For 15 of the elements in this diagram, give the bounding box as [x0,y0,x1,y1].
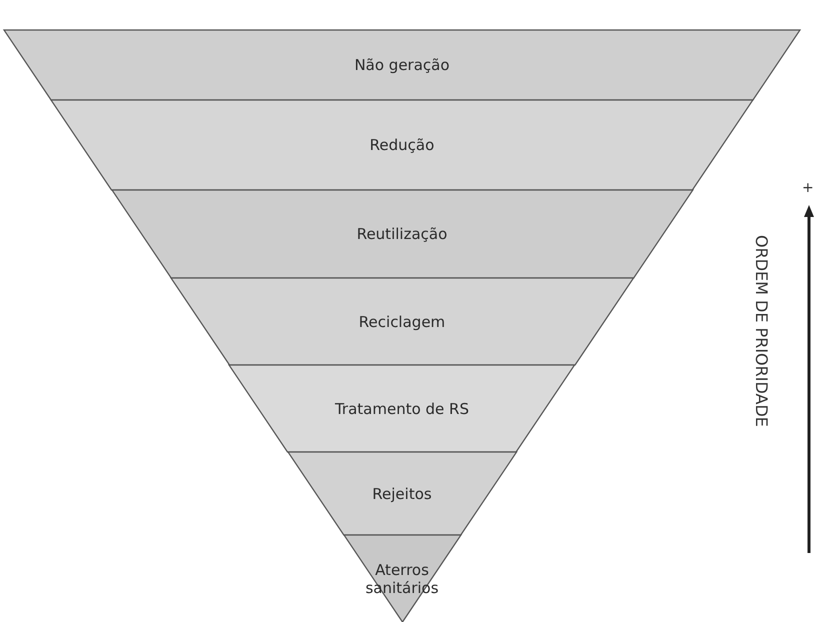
band-label: Rejeitos [371,484,433,502]
pyramid-band [51,100,753,190]
plus-sign-label: + [802,180,814,196]
band-label: Redução [368,136,436,154]
pyramid-band [170,278,634,365]
pyramid-band [112,190,692,278]
axis-label: ORDEM DE PRIORIDADE [752,235,771,427]
band-label: Reciclagem [358,312,446,330]
pyramid-band [344,535,460,622]
pyramid-band [229,365,575,452]
band-label: Tratamento de RS [334,400,470,418]
pyramid-band [4,30,800,100]
band-label: Não geração [353,56,451,74]
pyramid-band [288,452,516,535]
band-label: Reutilização [356,225,448,243]
